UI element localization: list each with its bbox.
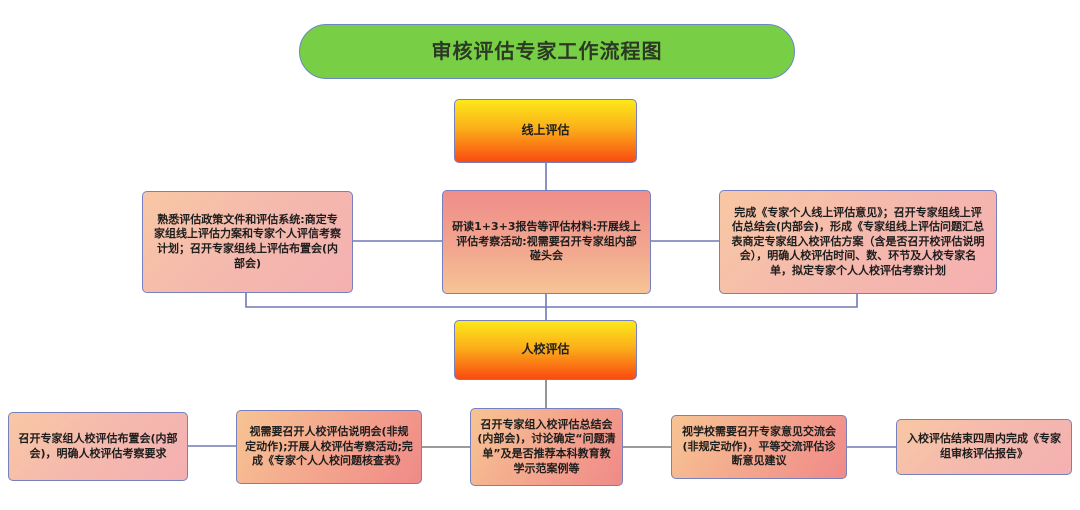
step-onsite-summary-meeting: 召开专家组入校评估总结会(内部会)，讨论确定“问题清单”及是否推荐本科教育教学示… xyxy=(470,408,623,486)
connector-merge-bracket xyxy=(245,293,858,308)
phase-onsite-label: 人校评估 xyxy=(521,342,570,357)
flowchart-title: 审核评估专家工作流程图 xyxy=(299,24,795,79)
step-online-preparation: 熟悉评估政策文件和评估系统:商定专家组线上评估力案和专家个人评信考察计划；召开专… xyxy=(142,191,353,293)
step-onsite-feedback-exchange: 视学校需要召开专家意见交流会(非规定动作)，平等交流评估诊断意见建议 xyxy=(671,415,847,479)
step-onsite-feedback-exchange-text: 视学校需要召开专家意见交流会(非规定动作)，平等交流评估诊断意见建议 xyxy=(682,425,836,468)
step-online-review-materials: 研读1+3+3报告等评估材料:开展线上评估考察活动:视需要召开专家组内部碰头会 xyxy=(442,190,651,294)
step-onsite-inspection: 视需要召开人校评估说明会(非规定动作);开展人校评估考察活动;完成《专家个人人校… xyxy=(236,410,422,484)
step-onsite-kickoff: 召开专家组人校评估布置会(内部会)，明确人校评估考察要求 xyxy=(8,412,188,481)
flowchart-title-text: 审核评估专家工作流程图 xyxy=(431,39,663,64)
phase-online-label: 线上评估 xyxy=(521,123,570,138)
step-online-preparation-text: 熟悉评估政策文件和评估系统:商定专家组线上评估力案和专家个人评信考察计划；召开专… xyxy=(154,212,341,270)
step-online-summary-text: 完成《专家个人线上评估意见》；召开专家组线上评估总结会(内部会)，形成《专家组线… xyxy=(731,205,985,277)
step-onsite-inspection-text: 视需要召开人校评估说明会(非规定动作);开展人校评估考察活动;完成《专家个人人校… xyxy=(245,425,413,468)
step-online-review-materials-text: 研读1+3+3报告等评估材料:开展线上评估考察活动:视需要召开专家组内部碰头会 xyxy=(452,220,641,263)
step-final-report: 入校评估结束四周内完成《专家组审核评估报告》 xyxy=(896,419,1072,475)
phase-onsite-evaluation: 人校评估 xyxy=(454,320,637,380)
phase-online-evaluation: 线上评估 xyxy=(454,99,637,163)
step-online-summary: 完成《专家个人线上评估意见》；召开专家组线上评估总结会(内部会)，形成《专家组线… xyxy=(719,190,997,294)
step-onsite-summary-meeting-text: 召开专家组入校评估总结会(内部会)，讨论确定“问题清单”及是否推荐本科教育教学示… xyxy=(477,417,616,475)
step-final-report-text: 入校评估结束四周内完成《专家组审核评估报告》 xyxy=(907,432,1061,460)
step-onsite-kickoff-text: 召开专家组人校评估布置会(内部会)，明确人校评估考察要求 xyxy=(18,431,178,460)
